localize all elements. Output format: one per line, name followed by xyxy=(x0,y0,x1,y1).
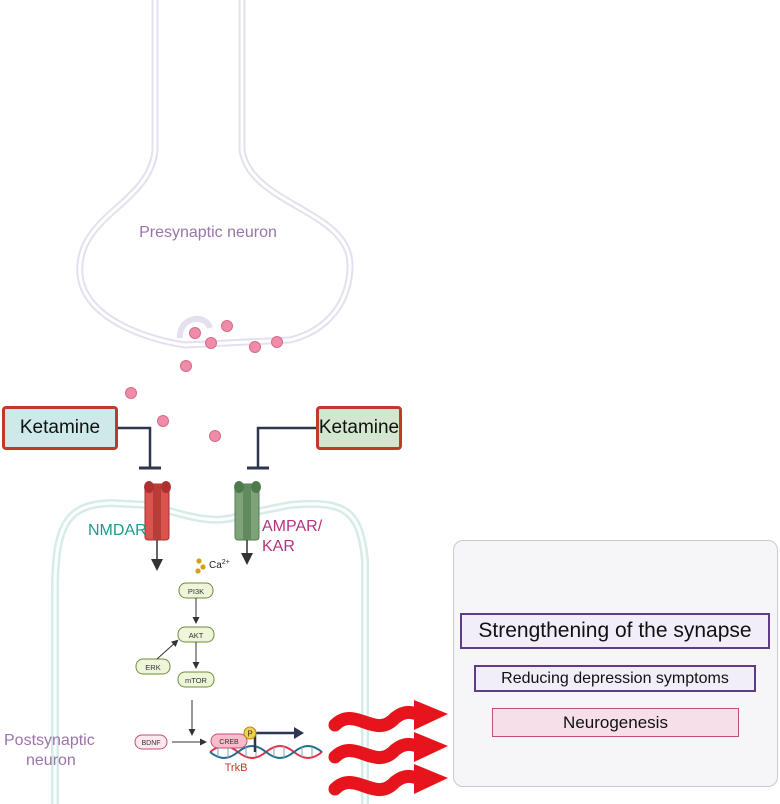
ampar-receptor xyxy=(234,481,261,565)
svg-text:mTOR: mTOR xyxy=(185,676,208,685)
presynaptic-neuron xyxy=(76,0,354,349)
vesicle-dot xyxy=(189,327,201,339)
vesicle-dot xyxy=(209,430,221,442)
creb-node: CREB P xyxy=(210,726,257,749)
wavy-red-arrow xyxy=(328,705,427,732)
inhibition-lines xyxy=(118,426,316,470)
vesicle-dot xyxy=(125,387,137,399)
svg-text:PI3K: PI3K xyxy=(188,587,204,596)
svg-text:P: P xyxy=(247,730,252,739)
outcome-neurogenesis: Neurogenesis xyxy=(492,708,739,737)
ampar-label-line1: AMPAR/ xyxy=(262,518,323,535)
nmdar-receptor xyxy=(144,481,171,571)
ampar-label-line2: KAR xyxy=(262,538,295,555)
wavy-red-arrows xyxy=(328,700,448,796)
erk-node xyxy=(135,658,171,675)
ketamine-box-left: Ketamine xyxy=(2,406,118,450)
vesicle-dot xyxy=(157,415,169,427)
outcome-depression-reduction: Reducing depression symptoms xyxy=(474,665,756,692)
calcium-dots xyxy=(195,558,206,574)
bdnf-node xyxy=(134,734,168,750)
postsynaptic-neuron xyxy=(51,498,369,804)
wavy-red-arrow xyxy=(328,737,427,764)
vesicles xyxy=(125,320,283,442)
vesicle-dot xyxy=(180,360,192,372)
vesicle-dot xyxy=(221,320,233,332)
calcium-label: Ca2+ xyxy=(209,559,230,571)
presynaptic-label: Presynaptic neuron xyxy=(139,224,277,241)
outcomes-panel xyxy=(453,540,778,787)
postsynaptic-label-line1: Postsynaptic xyxy=(4,732,95,749)
svg-text:CREB: CREB xyxy=(219,739,239,746)
vesicle-dot xyxy=(205,337,217,349)
svg-text:ERK: ERK xyxy=(145,663,160,672)
signaling-cascade: PI3K AKT ERK mTOR BDNF xyxy=(134,582,215,750)
ketamine-box-right: Ketamine xyxy=(316,406,402,450)
nmdar-label: NMDAR xyxy=(88,522,147,539)
trkb-label: TrkB xyxy=(225,762,248,774)
outcome-synapse-strengthening: Strengthening of the synapse xyxy=(460,613,770,649)
mtor-node xyxy=(177,671,215,688)
phospho-icon xyxy=(243,726,257,740)
vesicle-dot xyxy=(271,336,283,348)
wavy-red-arrow xyxy=(328,769,427,796)
svg-text:AKT: AKT xyxy=(189,631,204,640)
vesicle-dot xyxy=(249,341,261,353)
postsynaptic-label-line2: neuron xyxy=(26,752,76,769)
svg-text:BDNF: BDNF xyxy=(141,740,160,747)
